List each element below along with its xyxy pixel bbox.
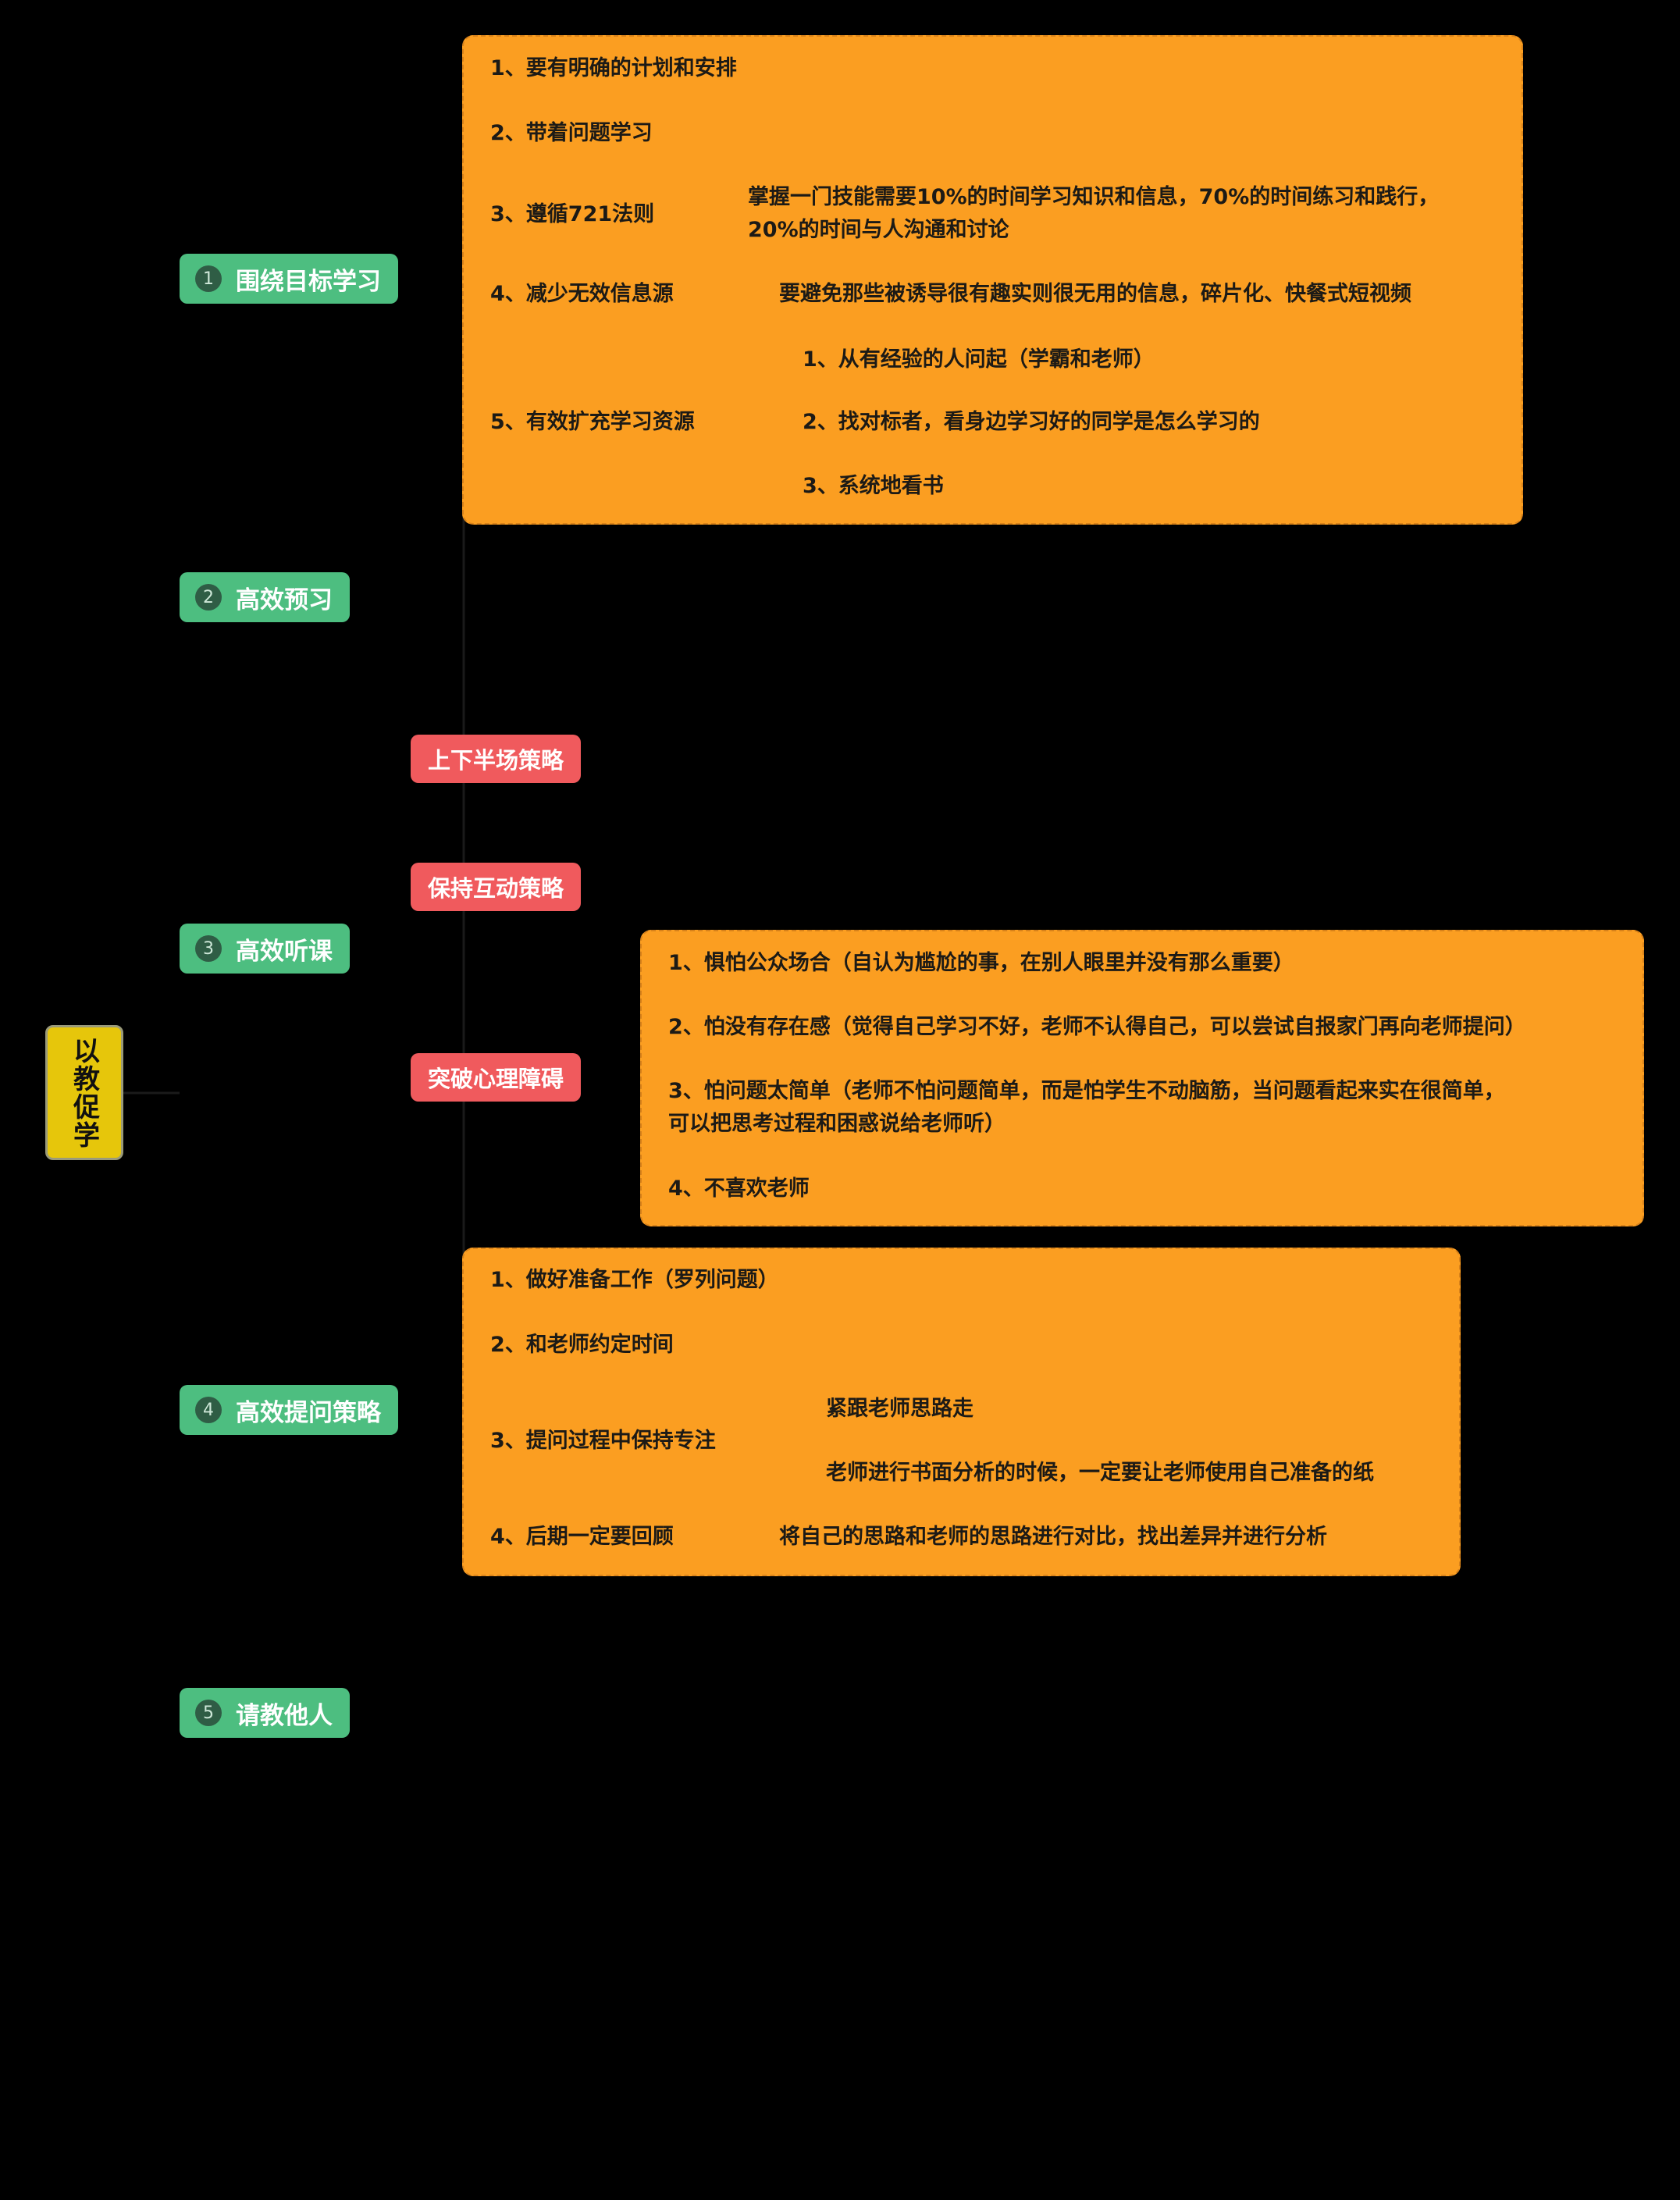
- question-item-4[interactable]: 4、后期一定要回顾: [490, 1525, 674, 1549]
- barrier-panel: [640, 930, 1644, 1226]
- branch-ask-others[interactable]: 5 请教他人: [180, 1688, 350, 1738]
- question-item-1[interactable]: 1、做好准备工作（罗列问题）: [490, 1268, 779, 1292]
- rule-721-detail-line1[interactable]: 掌握一门技能需要10%的时间学习知识和信息，70%的时间练习和践行，: [748, 185, 1440, 209]
- branch-label: 请教他人: [236, 1701, 333, 1730]
- goal-item-5[interactable]: 5、有效扩充学习资源: [490, 410, 695, 434]
- strategy-halves[interactable]: 上下半场策略: [411, 735, 582, 783]
- barrier-item-4[interactable]: 4、不喜欢老师: [668, 1177, 810, 1201]
- number-4-icon: 4: [195, 1397, 222, 1423]
- goal-item-2[interactable]: 2、带着问题学习: [490, 121, 653, 145]
- branch-preview[interactable]: 2 高效预习: [180, 572, 350, 622]
- questioning-panel: [462, 1248, 1461, 1576]
- branch-goal-learning[interactable]: 1 围绕目标学习: [180, 254, 398, 304]
- goal-item-1[interactable]: 1、要有明确的计划和安排: [490, 56, 737, 80]
- focus-sub-1[interactable]: 紧跟老师思路走: [826, 1397, 973, 1421]
- resource-item-3[interactable]: 3、系统地看书: [803, 474, 944, 498]
- root-label: 以教促学: [68, 1036, 100, 1149]
- branch-questioning[interactable]: 4 高效提问策略: [180, 1385, 398, 1435]
- question-item-3[interactable]: 3、提问过程中保持专注: [490, 1429, 716, 1453]
- number-2-icon: 2: [195, 584, 222, 611]
- goal-learning-panel: [462, 35, 1523, 525]
- number-3-icon: 3: [195, 935, 222, 962]
- resource-item-2[interactable]: 2、找对标者，看身边学习好的同学是怎么学习的: [803, 410, 1260, 434]
- branch-label: 高效提问策略: [236, 1398, 381, 1427]
- strategy-interaction[interactable]: 保持互动策略: [411, 863, 582, 911]
- focus-sub-2[interactable]: 老师进行书面分析的时候，一定要让老师使用自己准备的纸: [826, 1461, 1374, 1485]
- goal-item-4[interactable]: 4、减少无效信息源: [490, 282, 674, 306]
- branch-label: 高效预习: [236, 586, 333, 614]
- number-1-icon: 1: [195, 265, 222, 292]
- barrier-item-2[interactable]: 2、怕没有存在感（觉得自己学习不好，老师不认得自己，可以尝试自报家门再向老师提问…: [668, 1015, 1526, 1039]
- reduce-info-detail[interactable]: 要避免那些被诱导很有趣实则很无用的信息，碎片化、快餐式短视频: [779, 282, 1411, 306]
- branch-listening[interactable]: 3 高效听课: [180, 924, 350, 974]
- barrier-item-3-cont[interactable]: 可以把思考过程和困惑说给老师听）: [668, 1112, 1006, 1136]
- root-node[interactable]: 以教促学: [45, 1025, 123, 1160]
- barrier-item-1[interactable]: 1、惧怕公众场合（自认为尴尬的事，在别人眼里并没有那么重要）: [668, 951, 1294, 975]
- review-detail[interactable]: 将自己的思路和老师的思路进行对比，找出差异并进行分析: [779, 1525, 1327, 1549]
- resource-item-1[interactable]: 1、从有经验的人问起（学霸和老师）: [803, 347, 1155, 372]
- question-item-2[interactable]: 2、和老师约定时间: [490, 1333, 674, 1357]
- barrier-item-3[interactable]: 3、怕问题太简单（老师不怕问题简单，而是怕学生不动脑筋，当问题看起来实在很简单，: [668, 1079, 1505, 1103]
- number-5-icon: 5: [195, 1700, 222, 1726]
- branch-label: 高效听课: [236, 937, 333, 966]
- branch-label: 围绕目标学习: [236, 267, 381, 296]
- strategy-psych-barrier[interactable]: 突破心理障碍: [411, 1053, 582, 1102]
- rule-721-detail-line2[interactable]: 20%的时间与人沟通和讨论: [748, 218, 1009, 242]
- goal-item-3[interactable]: 3、遵循721法则: [490, 202, 655, 226]
